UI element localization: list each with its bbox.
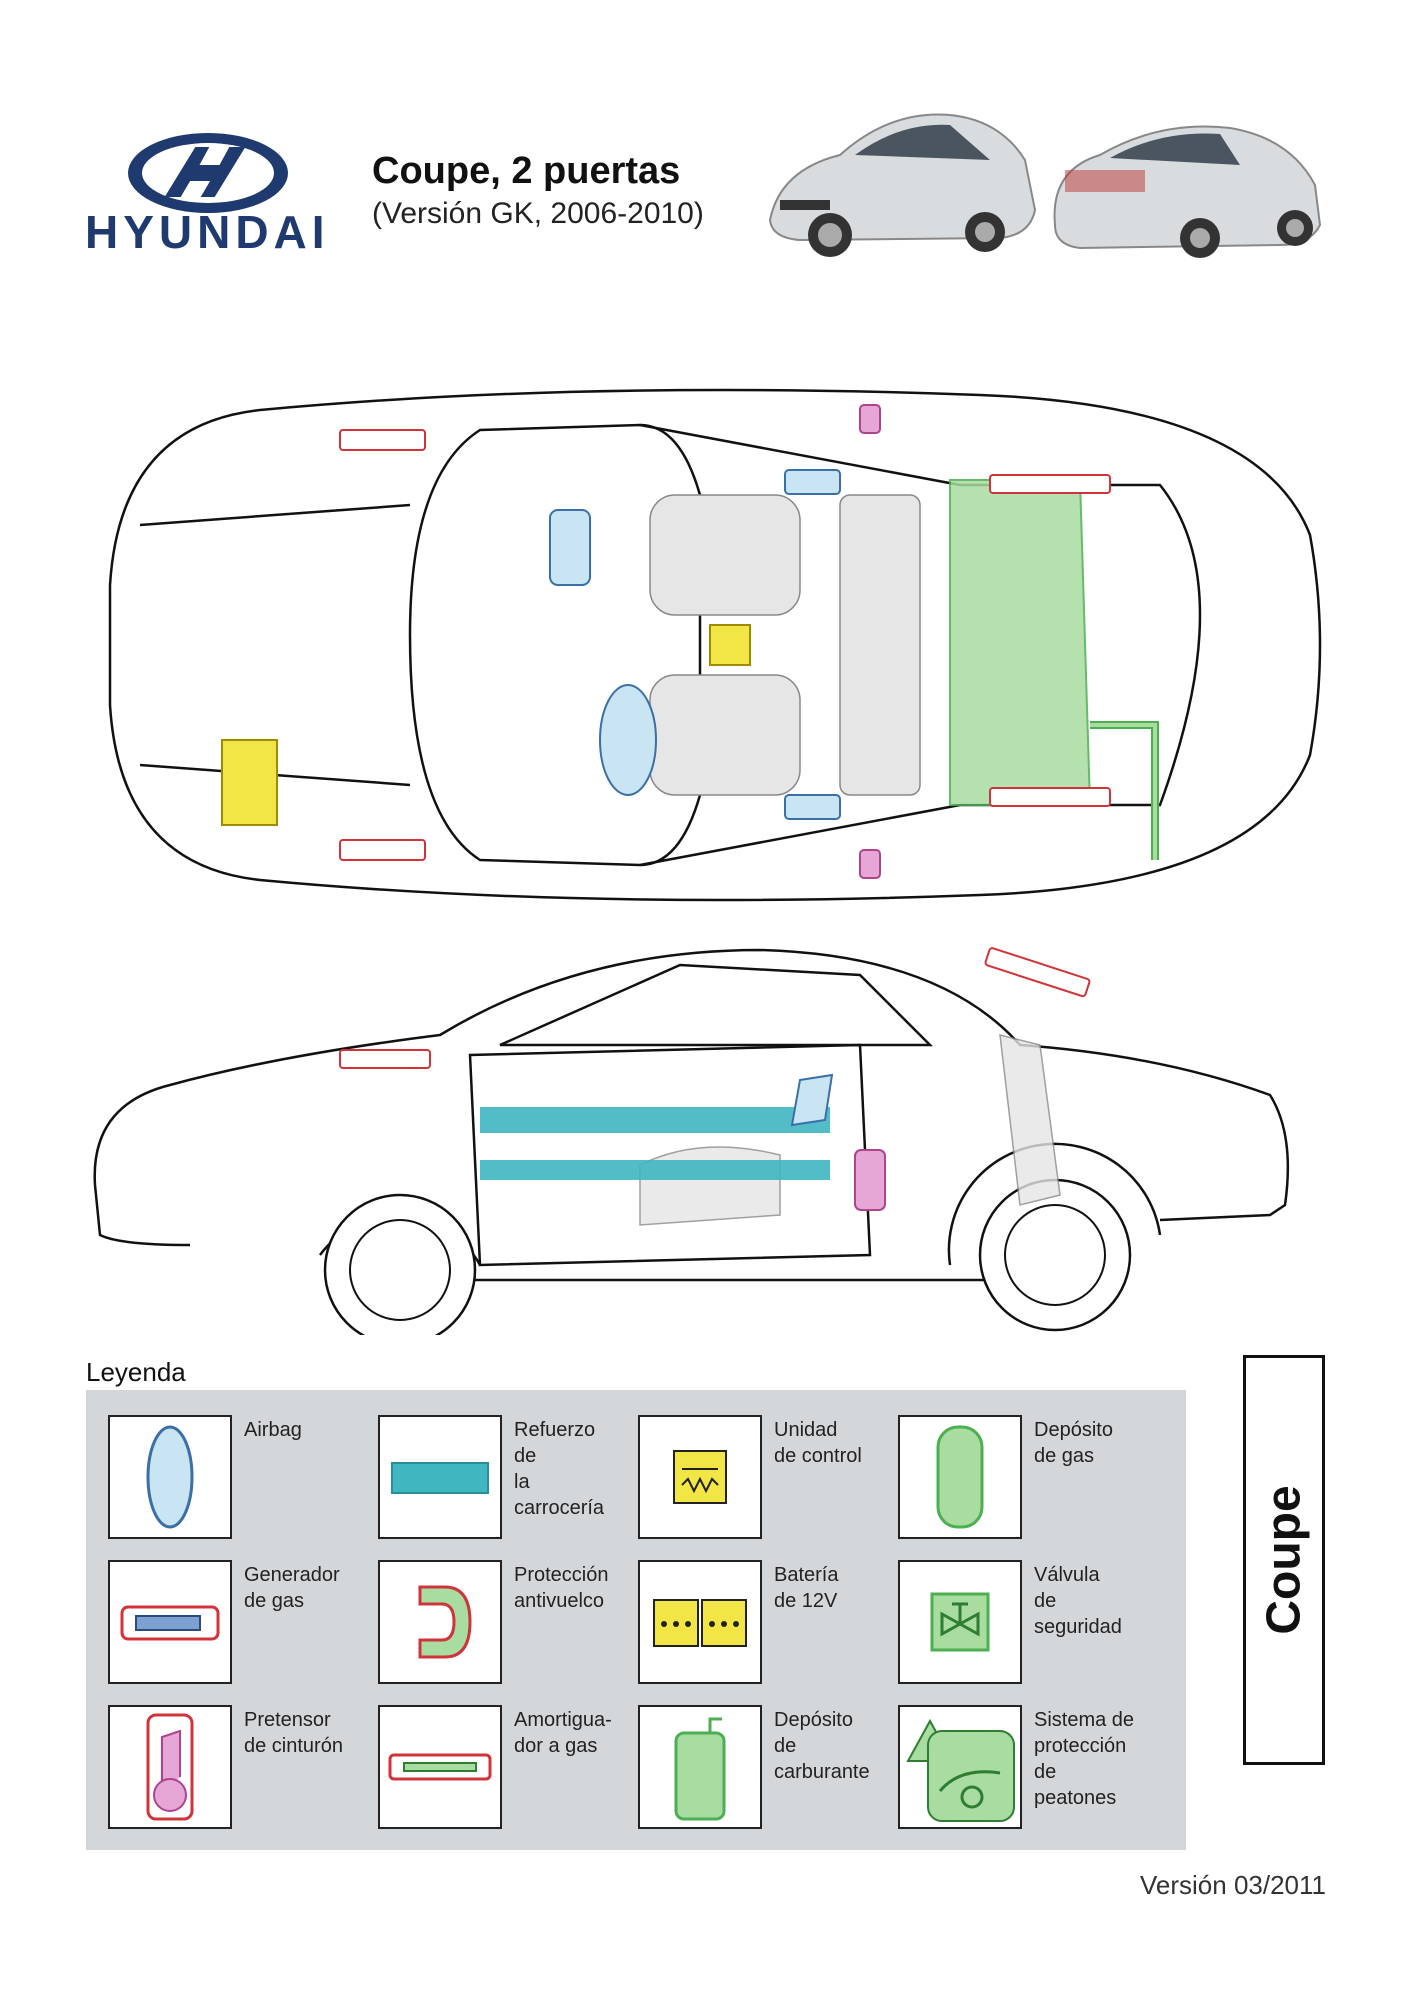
rollover-protection-icon (378, 1560, 502, 1684)
control-unit-icon (638, 1415, 762, 1539)
legend-label: Refuerzo de la carrocería (514, 1419, 605, 1519)
gas-strut-icon (378, 1705, 502, 1829)
vehicle-type-label: Coupe (1257, 1485, 1311, 1635)
body-reinforcement-icon (378, 1415, 502, 1539)
model-subtitle: (Versión GK, 2006-2010) (372, 197, 704, 230)
legend-item-gas-tank: Depósito de gas (876, 1415, 1136, 1543)
brand-wordmark: HYUNDAI (85, 206, 330, 258)
legend-label: Pretensor de cinturón (244, 1709, 343, 1757)
legend-item-pedestrian-protection: Sistema de protección de peatones (876, 1705, 1136, 1833)
legend-label: Depósito de carburante (774, 1709, 870, 1783)
airbag-icon (108, 1415, 232, 1539)
legend-label: Protección antivuelco (514, 1564, 609, 1612)
gas-tank-icon (898, 1415, 1022, 1539)
gas-generator-icon (108, 1560, 232, 1684)
legend-item-control-unit: Unidad de control (616, 1415, 876, 1543)
car-top-view-diagram (108, 388, 1322, 902)
legend-label: Airbag (244, 1419, 302, 1441)
battery-icon (638, 1560, 762, 1684)
legend-label: Depósito de gas (1034, 1419, 1113, 1467)
legend-item-gas-generator: Generador de gas (86, 1560, 346, 1688)
legend-item-airbag: Airbag (86, 1415, 346, 1543)
car-photo-rear (1053, 125, 1322, 258)
legend-label: Válvula de seguridad (1034, 1564, 1122, 1638)
pedestrian-protection-icon (898, 1705, 1022, 1829)
legend-label: Amortigua- dor a gas (514, 1709, 612, 1757)
hyundai-logo (128, 133, 288, 213)
legend-item-gas-strut: Amortigua- dor a gas (356, 1705, 616, 1833)
car-photo-front (768, 113, 1037, 257)
legend-panel: Airbag Refuerzo de la carrocería Unidad … (86, 1390, 1186, 1850)
legend-label: Unidad de control (774, 1419, 862, 1467)
legend-label: Batería de 12V (774, 1564, 839, 1612)
legend-item-belt-pretensioner: Pretensor de cinturón (86, 1705, 346, 1833)
legend-item-safety-valve: Válvula de seguridad (876, 1560, 1136, 1688)
model-title: Coupe, 2 puertas (372, 150, 681, 192)
vehicle-type-tab: Coupe (1243, 1355, 1325, 1765)
version-footer: Versión 03/2011 (1140, 1870, 1326, 1900)
fuel-tank-icon (638, 1705, 762, 1829)
legend-item-rollover-protection: Protección antivuelco (356, 1560, 616, 1688)
legend-item-battery: Batería de 12V (616, 1560, 876, 1688)
legend-item-body-reinforcement: Refuerzo de la carrocería (356, 1415, 616, 1543)
car-side-view-diagram (93, 947, 1290, 1335)
legend-label: Sistema de protección de peatones (1034, 1709, 1135, 1809)
safety-valve-icon (898, 1560, 1022, 1684)
belt-pretensioner-icon (108, 1705, 232, 1829)
legend-title: Leyenda (86, 1357, 186, 1387)
legend-label: Generador de gas (244, 1564, 340, 1612)
legend-item-fuel-tank: Depósito de carburante (616, 1705, 876, 1833)
